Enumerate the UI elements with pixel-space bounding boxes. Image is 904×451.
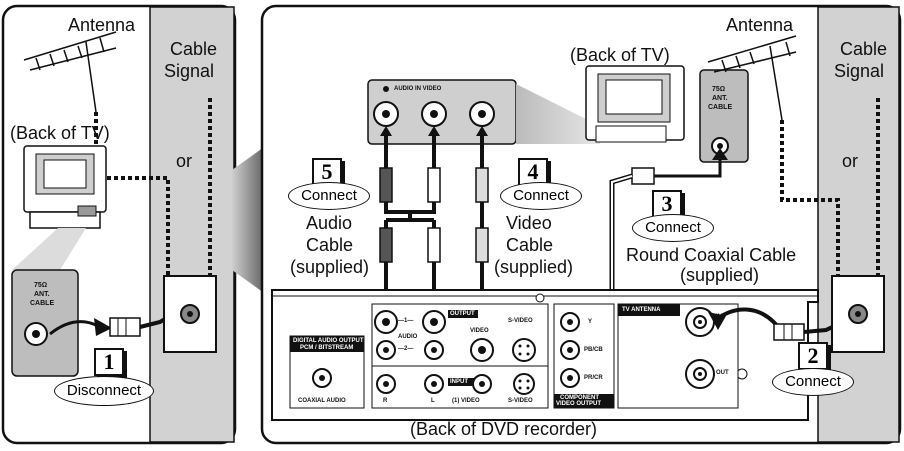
output-label: OUTPUT bbox=[450, 311, 475, 317]
tv-audio-l-jack bbox=[421, 101, 447, 127]
step-5-action: Connect bbox=[288, 182, 370, 210]
video-cable-label-3: (supplied) bbox=[494, 257, 574, 277]
input-video-label: (1) VIDEO bbox=[452, 398, 480, 404]
antenna-out-label: OUT bbox=[716, 370, 729, 376]
component-prcr-label: PR/CR bbox=[584, 375, 603, 381]
left-cable-label: Cable bbox=[170, 39, 218, 59]
input-label: INPUT bbox=[450, 379, 468, 385]
dvd-recorder-back-panel bbox=[271, 289, 819, 421]
right-or-label: or bbox=[842, 151, 859, 171]
tv-back-icon bbox=[23, 145, 107, 229]
tv-video-jack bbox=[469, 101, 495, 127]
coaxial-audio-label: COAXIAL AUDIO bbox=[298, 398, 346, 404]
input-l-label: L bbox=[431, 398, 435, 404]
coax-cable-label-2: (supplied) bbox=[680, 265, 760, 285]
right-tv-port-label-3: CABLE bbox=[708, 104, 733, 111]
digital-audio-output-label: DIGITAL AUDIO OUTPUT bbox=[293, 338, 364, 344]
left-port-label-3: CABLE bbox=[30, 300, 55, 307]
step-2-action: Connect bbox=[772, 368, 854, 396]
step-1-action: Disconnect bbox=[54, 376, 154, 406]
tv-audio-r-jack bbox=[373, 101, 399, 127]
output-audio-l-jack bbox=[422, 310, 446, 334]
pcm-bitstream-label: PCM / BITSTREAM bbox=[300, 345, 354, 351]
tv-antenna-port-icon bbox=[11, 269, 79, 377]
audio-cable-label-2: Cable bbox=[306, 235, 354, 255]
component-label-1: COMPONENT bbox=[560, 395, 599, 401]
cable-arrows bbox=[380, 126, 488, 136]
video-cable-label-1: Video bbox=[506, 213, 552, 233]
recorder-antenna-in-jack bbox=[685, 307, 715, 337]
output-one-label: —1— bbox=[398, 318, 414, 324]
output-two-label: —2— bbox=[398, 346, 414, 352]
wall-outlet-icon bbox=[163, 275, 217, 353]
input-s-video-label: S-VIDEO bbox=[508, 398, 533, 404]
left-antenna-label: Antenna bbox=[68, 15, 136, 35]
output-video-label: VIDEO bbox=[470, 328, 489, 334]
right-cable-label: Cable bbox=[840, 39, 888, 59]
audio-cable-label-1: Audio bbox=[306, 213, 353, 233]
antenna-in-label: IN bbox=[716, 314, 722, 320]
output-audio-r-jack bbox=[374, 310, 398, 334]
component-pbcb-label: PB/CB bbox=[584, 347, 603, 353]
input-r-label: R bbox=[383, 398, 388, 404]
tv-antenna-label: TV ANTENNA bbox=[622, 307, 661, 313]
right-antenna-label: Antenna bbox=[726, 15, 794, 35]
left-port-label-1: 75Ω bbox=[34, 282, 48, 289]
audio-cable-label-3: (supplied) bbox=[290, 257, 370, 277]
right-panel bbox=[260, 4, 902, 445]
tv-input-label: AUDIO IN VIDEO bbox=[394, 86, 442, 92]
dvd-recorder-caption: (Back of DVD recorder) bbox=[410, 419, 598, 439]
coax-cable-label-1: Round Coaxial Cable bbox=[626, 245, 797, 265]
step-3-action: Connect bbox=[632, 214, 714, 242]
wall-outlet-icon-right bbox=[831, 275, 885, 353]
step-2-badge: 2 bbox=[798, 342, 828, 370]
step-4-action: Connect bbox=[500, 182, 582, 210]
left-port-label-2: ANT. bbox=[34, 291, 50, 298]
left-signal-label: Signal bbox=[164, 61, 215, 81]
right-tv-port-label-2: ANT. bbox=[712, 95, 728, 102]
step-1-badge: 1 bbox=[94, 348, 124, 376]
left-back-of-tv-label: (Back of TV) bbox=[10, 123, 110, 143]
tv-back-icon-right bbox=[585, 65, 685, 143]
right-tv-port-label-1: 75Ω bbox=[712, 86, 726, 93]
output-s-video-label: S-VIDEO bbox=[508, 318, 533, 324]
component-y-label: Y bbox=[588, 319, 593, 325]
audio-label: AUDIO bbox=[398, 334, 418, 340]
left-panel bbox=[1, 4, 237, 445]
antenna-icon-right bbox=[707, 35, 797, 121]
video-cable-label-2: Cable bbox=[506, 235, 554, 255]
right-signal-label: Signal bbox=[834, 61, 885, 81]
antenna-icon bbox=[23, 31, 117, 113]
left-or-label: or bbox=[176, 151, 193, 171]
tv-antenna-port-right bbox=[699, 69, 749, 163]
output-video-jack bbox=[470, 338, 494, 362]
component-label-2: VIDEO OUTPUT bbox=[556, 401, 602, 407]
recorder-antenna-out-jack bbox=[685, 359, 715, 389]
right-back-of-tv-label: (Back of TV) bbox=[570, 45, 670, 65]
